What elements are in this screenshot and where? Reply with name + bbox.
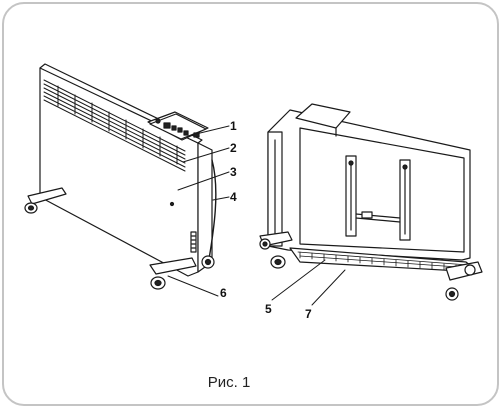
panel-dot	[169, 201, 175, 207]
rear-control-box	[295, 103, 351, 129]
figure-caption: Рис. 1	[207, 374, 251, 391]
wall-brackets	[345, 155, 411, 241]
rear-feet	[259, 231, 483, 301]
callout-3: 3	[230, 165, 237, 179]
callout-7: 7	[305, 307, 312, 321]
callout-1: 1	[230, 119, 237, 133]
side-control	[190, 231, 197, 253]
rear-leaders	[271, 259, 346, 306]
upper-grille	[43, 79, 186, 172]
front-feet	[24, 187, 215, 290]
callout-4: 4	[230, 190, 237, 204]
callout-labels: 1 2 3 4 5 6 7	[220, 119, 312, 321]
control-box	[147, 111, 209, 141]
power-cord	[207, 159, 217, 266]
rear-inner	[299, 127, 465, 253]
callout-2: 2	[230, 141, 237, 155]
rear-heater	[259, 103, 483, 306]
front-heater	[24, 63, 230, 297]
front-leaders	[167, 125, 230, 297]
callout-5: 5	[265, 302, 272, 316]
callout-6: 6	[220, 286, 227, 300]
